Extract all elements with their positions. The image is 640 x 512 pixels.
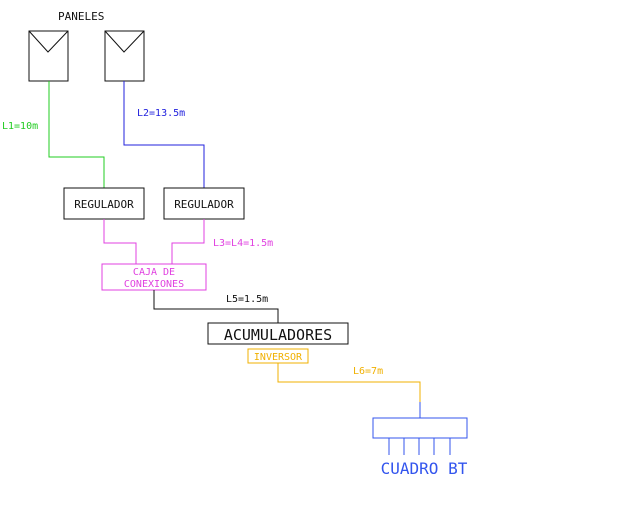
batteries-box	[207, 322, 349, 345]
regulator-right-label: REGULADOR	[174, 198, 234, 211]
label-l1: L1=10m	[2, 121, 38, 132]
switchboard-label: CUADRO BT	[381, 459, 468, 478]
junction-box-label-line1: CAJA DE	[133, 267, 175, 278]
cable-l3	[103, 219, 137, 264]
cable-l2	[123, 81, 205, 188]
batteries-label: ACUMULADORES	[224, 326, 332, 344]
regulator-left-label: REGULADOR	[74, 198, 134, 211]
cable-l1	[48, 81, 105, 188]
switchboard	[372, 402, 468, 455]
solar-panel-right	[104, 30, 145, 82]
inverter-label: INVERSOR	[254, 352, 303, 363]
solar-panel-left	[28, 30, 69, 82]
label-l2: L2=13.5m	[137, 108, 185, 119]
label-l6: L6=7m	[353, 366, 383, 377]
label-l3-l4: L3=L4=1.5m	[213, 238, 273, 249]
title-paneles: PANELES	[58, 10, 104, 23]
junction-box-label-line2: CONEXIONES	[124, 279, 184, 290]
cable-l6	[277, 363, 421, 402]
cable-l5	[153, 290, 279, 323]
cable-l4	[171, 219, 205, 264]
label-l5: L5=1.5m	[226, 294, 268, 305]
